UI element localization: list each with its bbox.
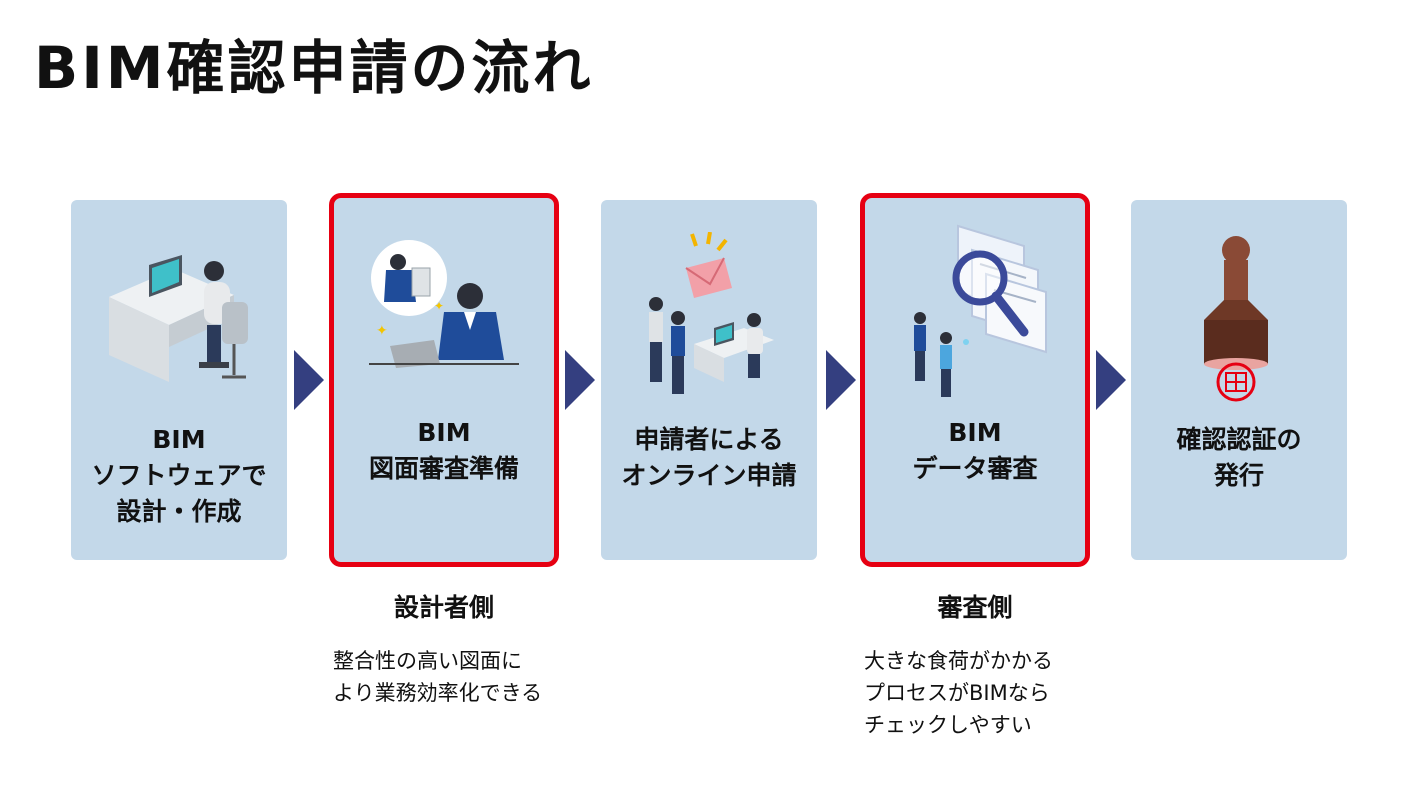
step-label-line: BIM <box>417 418 471 447</box>
designer-side-line: より業務効率化できる <box>333 681 543 705</box>
flow-arrow <box>826 350 856 410</box>
step-label-line: 申請者による <box>634 425 784 454</box>
flow-arrow <box>294 350 324 410</box>
svg-text:✦: ✦ <box>434 299 444 313</box>
reviewer-side-description: 大きな食荷がかかる プロセスがBIMなら チェックしやすい <box>864 645 1134 741</box>
step-label-line: オンライン申請 <box>621 461 797 490</box>
reviewer-side-line: チェックしやすい <box>864 713 1032 737</box>
reviewer-side-title: 審査側 <box>937 593 1013 622</box>
magnifier-review-icon <box>914 224 1047 397</box>
step-label-line: BIM <box>948 418 1002 447</box>
step-label-line: データ審査 <box>912 454 1038 483</box>
svg-text:✦: ✦ <box>376 323 388 339</box>
reviewer-side-line: 大きな食荷がかかる <box>864 649 1053 673</box>
flow-arrow <box>1096 350 1126 410</box>
step-label-line: 発行 <box>1213 461 1264 490</box>
designer-at-computer-icon <box>109 255 248 382</box>
designer-side-line: 整合性の高い図面に <box>333 649 522 673</box>
flow-step-online-application: 申請者による オンライン申請 <box>601 200 817 560</box>
step-label-line: 確認認証の <box>1176 425 1302 454</box>
designer-side-title: 設計者側 <box>393 593 494 622</box>
flow-step-data-review: BIM データ審査 <box>860 193 1090 567</box>
designer-side-description: 整合性の高い図面に より業務効率化できる <box>333 645 603 709</box>
drawing-review-prep-icon: ✦ ✦ <box>369 240 519 368</box>
flow-step-review-prep: ✦ ✦ BIM 図面審査準備 <box>329 193 559 567</box>
flow-step-certificate: 確認認証の 発行 <box>1131 200 1347 560</box>
flow-arrow <box>565 350 595 410</box>
reviewer-side-line: プロセスがBIMなら <box>864 681 1050 705</box>
online-application-icon <box>649 232 774 394</box>
hanko-stamp-icon <box>1204 236 1268 402</box>
page-title: BIM確認申請の流れ <box>34 34 594 102</box>
step-label-line: 設計・作成 <box>116 497 242 526</box>
step-label-line: 図面審査準備 <box>368 454 519 483</box>
step-label-line: BIM <box>152 425 206 454</box>
flow-step-design: BIM ソフトウェアで 設計・作成 <box>71 200 287 560</box>
step-label-line: ソフトウェアで <box>91 461 267 490</box>
